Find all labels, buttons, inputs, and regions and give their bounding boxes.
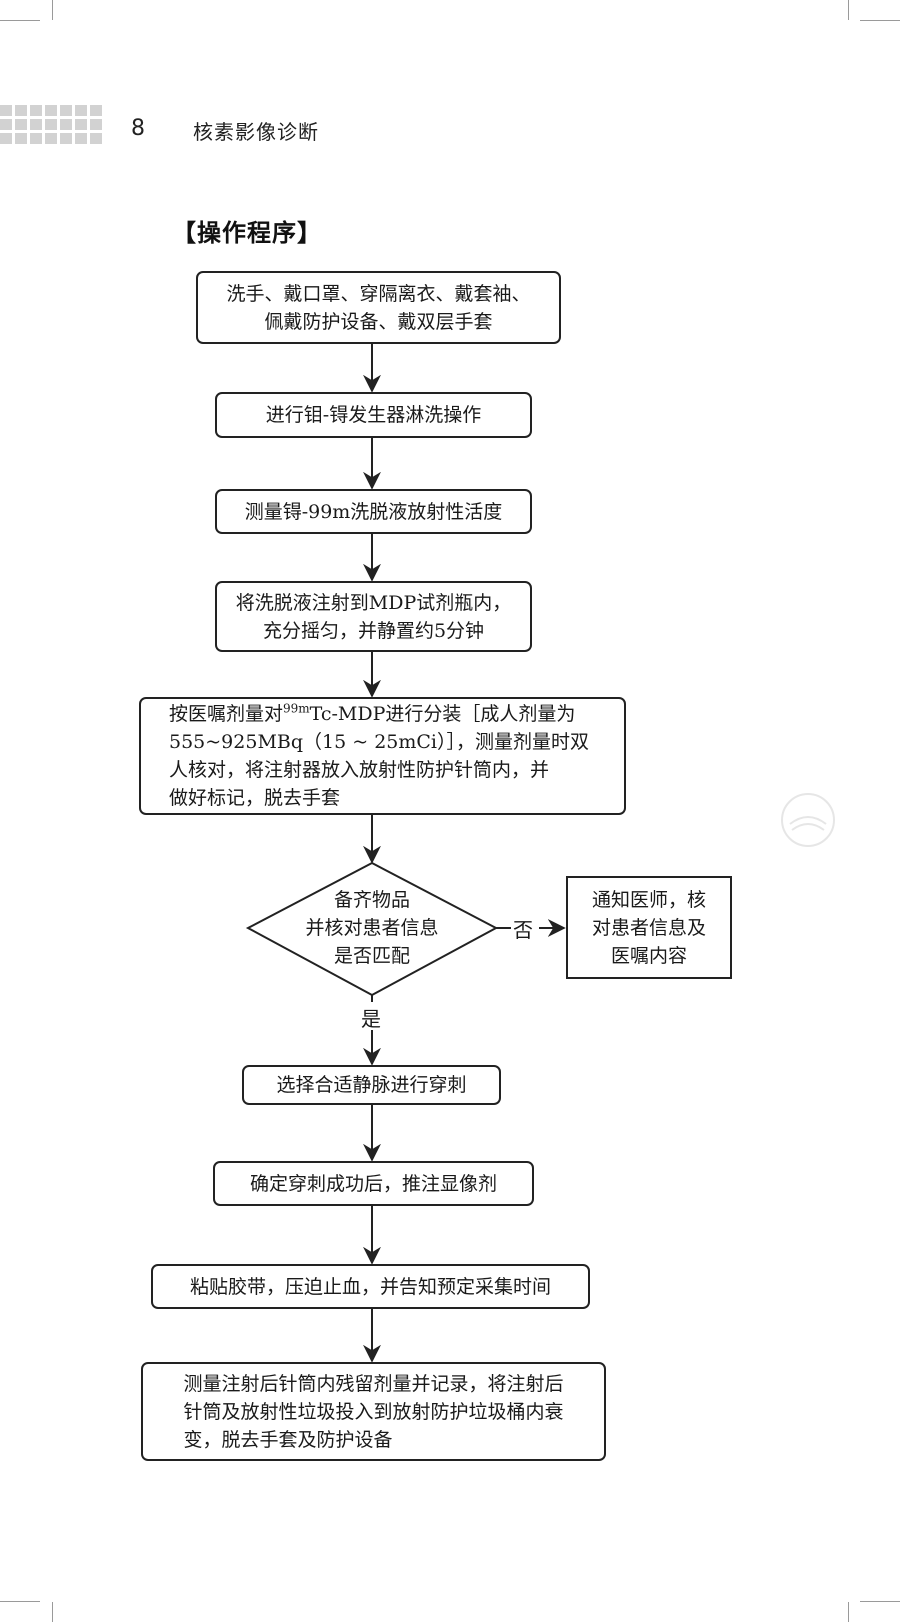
crop-mark [848, 1602, 849, 1622]
step-text: 选择合适静脉进行穿刺 [276, 1074, 467, 1096]
step-inject-agent: 确定穿刺成功后，推注显像剂 [213, 1161, 534, 1206]
yes-label: 是 [361, 1007, 381, 1031]
step-measure-activity: 测量锝-99m洗脱液放射性活度 [215, 489, 532, 534]
crop-mark [860, 1601, 900, 1602]
step-text: 洗手、戴口罩、穿隔离衣、戴套袖、 佩戴防护设备、戴双层手套 [226, 282, 531, 333]
step-text: 确定穿刺成功后，推注显像剂 [249, 1172, 497, 1195]
crop-mark [52, 0, 53, 20]
step-text-rest: Tc-MDP进行分装［成人剂量为 555~925MBq（15 ~ 25mCi）］… [169, 703, 590, 809]
crop-mark [0, 20, 40, 21]
step-text: 测量注射后针筒内残留剂量并记录，将注射后 针筒及放射性垃圾投入到放射防护垃圾桶内… [183, 1372, 564, 1451]
step-notify-physician: 通知医师，核 对患者信息及 医嘱内容 [566, 876, 732, 979]
step-inject-mdp-vial: 将洗脱液注射到MDP试剂瓶内， 充分摇匀，并静置约5分钟 [215, 581, 532, 652]
step-text-prefix: 按医嘱剂量对 [169, 703, 284, 725]
step-text: 进行钼-锝发生器淋洗操作 [265, 404, 482, 426]
book-title: 核素影像诊断 [193, 120, 319, 144]
crop-mark [860, 20, 900, 21]
step-text: 粘贴胶带，压迫止血，并告知预定采集时间 [189, 1275, 551, 1298]
isotope-superscript: 99m [283, 701, 310, 716]
step-residual-dose-disposal: 测量注射后针筒内残留剂量并记录，将注射后 针筒及放射性垃圾投入到放射防护垃圾桶内… [141, 1362, 606, 1461]
crop-mark [52, 1602, 53, 1622]
step-text: 将洗脱液注射到MDP试剂瓶内， 充分摇匀，并静置约5分钟 [235, 591, 512, 642]
watermark-seal [781, 793, 835, 847]
no-label: 否 [513, 918, 533, 942]
step-text: 按医嘱剂量对99mTc-MDP进行分装［成人剂量为 555~925MBq（15 … [169, 700, 589, 812]
decision-text: 备齐物品 并核对患者信息 是否匹配 [305, 889, 439, 967]
step-dispense-dose: 按医嘱剂量对99mTc-MDP进行分装［成人剂量为 555~925MBq（15 … [139, 697, 626, 815]
page-number: 8 [131, 116, 145, 141]
step-hand-wash-protection: 洗手、戴口罩、穿隔离衣、戴套袖、 佩戴防护设备、戴双层手套 [196, 271, 561, 344]
crop-mark [848, 0, 849, 20]
step-text: 测量锝-99m洗脱液放射性活度 [244, 500, 503, 523]
crop-mark [0, 1601, 40, 1602]
step-generator-elution: 进行钼-锝发生器淋洗操作 [215, 392, 532, 438]
step-text: 通知医师，核 对患者信息及 医嘱内容 [591, 888, 706, 967]
header-decoration [0, 105, 102, 144]
step-tape-hemostasis: 粘贴胶带，压迫止血，并告知预定采集时间 [151, 1264, 590, 1309]
section-heading: 【操作程序】 [172, 219, 322, 247]
step-venipuncture: 选择合适静脉进行穿刺 [242, 1065, 501, 1105]
